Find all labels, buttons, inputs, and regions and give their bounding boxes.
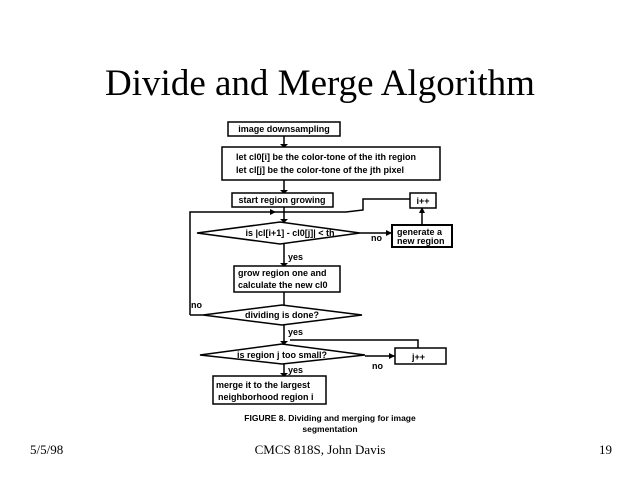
increment-top-box [409, 192, 437, 209]
downsampling-box [227, 121, 341, 137]
merge-line1: merge it to the largest [216, 380, 310, 390]
start-box [231, 192, 334, 208]
no-label-2: no [191, 300, 202, 310]
define-line1: let cl0[i] be the color-tone of the ith … [236, 152, 416, 162]
threshold-decision [196, 221, 361, 245]
figure-caption-line2: segmentation [302, 424, 357, 434]
threshold-label: is |cl[i+1] - cl0[j]| < th [245, 228, 334, 238]
page-number: 19 [599, 442, 612, 457]
start-label: start region growing [238, 195, 325, 205]
dividing-decision [202, 304, 363, 326]
dividing-label: dividing is done? [245, 310, 319, 320]
no-label-3: no [372, 361, 383, 371]
small-region-label: is region j too small? [237, 350, 327, 360]
connectors [189, 136, 423, 376]
yes-label-1: yes [288, 252, 303, 262]
footer-date: 5/5/98 [30, 442, 64, 457]
arrowheads [270, 144, 425, 377]
define-box [221, 146, 441, 181]
increment-bottom-box [394, 347, 447, 365]
define-line2: let cl[j] be the color-tone of the jth p… [236, 165, 404, 175]
figure-caption-line1: FIGURE 8. Dividing and merging for image [244, 413, 416, 423]
small-region-decision [199, 343, 366, 365]
downsampling-label: image downsampling [238, 124, 330, 134]
generate-line1: generate a [397, 227, 443, 237]
slide-title: Divide and Merge Algorithm [105, 63, 535, 104]
grow-box [233, 265, 341, 293]
merge-line2: neighborhood region i [218, 392, 314, 402]
generate-line2: new region [397, 236, 445, 246]
footer-course: CMCS 818S, John Davis [254, 442, 386, 457]
increment-top-label: i++ [416, 196, 429, 206]
no-label-1: no [371, 233, 382, 243]
generate-region-box [391, 224, 453, 248]
grow-line1: grow region one and [238, 268, 327, 278]
increment-bottom-label: j++ [411, 352, 425, 362]
grow-line2: calculate the new cl0 [238, 280, 328, 290]
merge-box [212, 375, 327, 405]
yes-label-3: yes [288, 365, 303, 375]
yes-label-2: yes [288, 327, 303, 337]
